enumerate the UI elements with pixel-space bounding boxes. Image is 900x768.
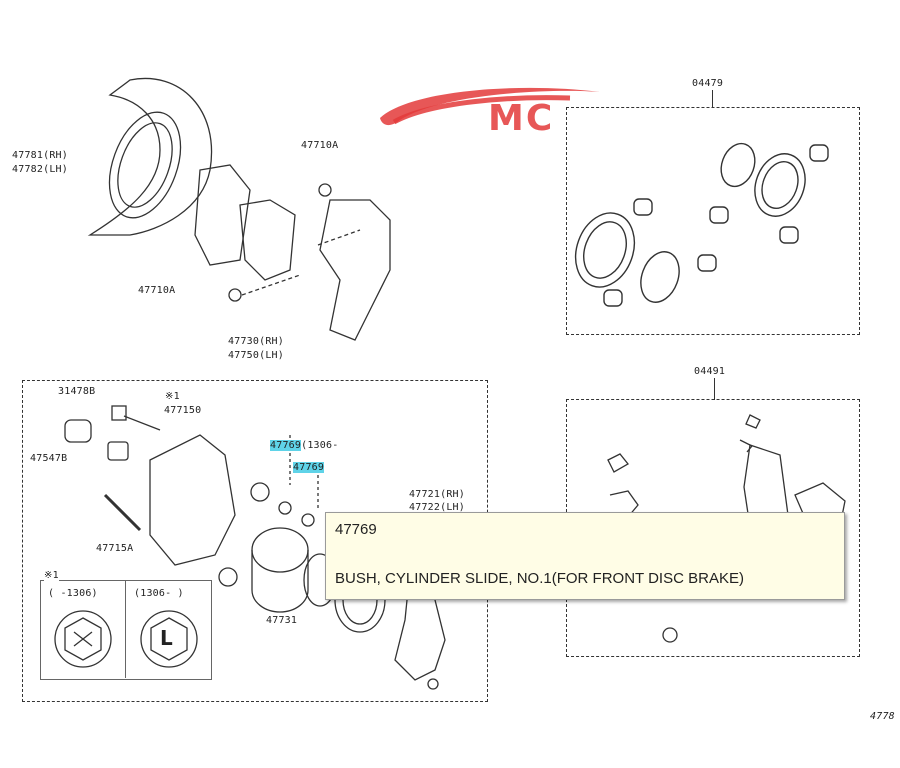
label-47769-a[interactable]: 47769(1306- [270,440,338,451]
label-star-note: ※1 [165,391,180,402]
legend-L: L [160,626,173,650]
label-caliper-lh[interactable]: 47750(LH) [228,350,284,361]
label-cylinder-rh[interactable]: 47721(RH) [409,489,465,500]
label-slide-bolt[interactable]: 47715A [96,543,134,554]
label-kit-04479[interactable]: 04479 [692,78,724,89]
kit-04491-leader [714,378,715,400]
label-corner: 4778 [870,711,895,722]
label-plug[interactable]: 47547B [30,453,68,464]
kit-04479-box [566,107,860,335]
label-cylinder-lh[interactable]: 47722(LH) [409,502,465,513]
legend-col2-label: (1306- ) [134,588,184,599]
label-47769-b[interactable]: 47769 [293,462,325,473]
label-bolt-mid[interactable]: 47710A [138,285,176,296]
highlight-47769-b: 47769 [293,462,325,473]
brake-assembly-top-art [87,77,391,341]
label-piston[interactable]: 47731 [266,615,298,626]
part-tooltip: 47769 BUSH, CYLINDER SLIDE, NO.1(FOR FRO… [325,512,845,600]
label-dust-shield-lh[interactable]: 47782(LH) [12,164,68,175]
seal-kit-art [574,142,829,307]
label-kit-04491[interactable]: 04491 [694,366,726,377]
logo-text: MC [488,98,555,139]
legend-nut-icon [54,610,112,668]
label-bush-477150[interactable]: 477150 [164,405,202,416]
kit-04479-leader [712,90,713,108]
legend-left-thread-icon [140,610,198,668]
tooltip-part-number: 47769 [335,521,377,538]
label-dust-shield-rh[interactable]: 47781(RH) [12,150,68,161]
legend-star: ※1 [44,570,59,581]
tooltip-description: BUSH, CYLINDER SLIDE, NO.1(FOR FRONT DIS… [335,570,744,587]
label-caliper-rh[interactable]: 47730(RH) [228,336,284,347]
logo-swoosh [380,87,600,126]
label-47769-a-suffix: (1306- [301,440,339,451]
legend-divider [125,580,126,678]
highlight-47769-a: 47769 [270,440,302,451]
legend-box [40,580,212,680]
legend-col1-label: ( -1306) [48,588,98,599]
label-bolt-top[interactable]: 47710A [301,140,339,151]
label-bleeder[interactable]: 31478B [58,386,96,397]
